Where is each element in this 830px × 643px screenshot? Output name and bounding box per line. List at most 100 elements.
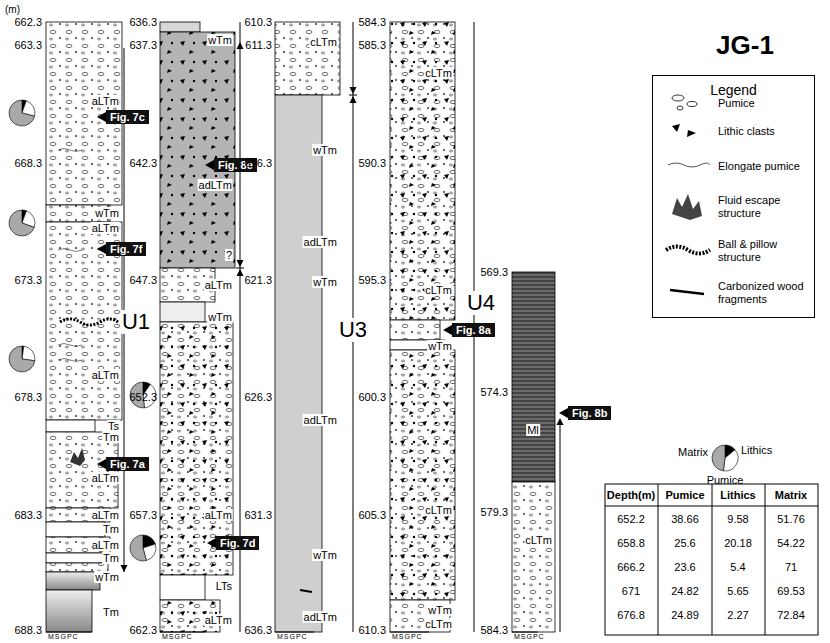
depth-tick: 626.3 <box>244 391 272 403</box>
table-cell: 5.65 <box>727 585 748 597</box>
facies-code: cLTm <box>309 36 338 48</box>
facies-code: cLTm <box>424 504 453 516</box>
pie-key-label: Pumice <box>707 474 744 486</box>
depth-tick: 616.3 <box>244 157 272 169</box>
depth-tick: 673.3 <box>14 274 42 286</box>
facies-code: wTm <box>312 144 338 156</box>
facies-code: wTm <box>207 34 233 46</box>
table-cell: 71 <box>785 561 797 573</box>
table-header: Pumice <box>665 489 704 501</box>
facies-code: aLTm <box>91 539 120 551</box>
facies-code: wTm <box>207 311 233 323</box>
table-cell: 5.4 <box>730 561 745 573</box>
figure-callout: Fig. 7d <box>216 536 259 550</box>
legend-title: Legend <box>653 82 814 98</box>
legend-entry: Carbonized wood fragments <box>718 280 810 305</box>
composition-pie <box>9 210 35 236</box>
table-header: Lithics <box>720 489 755 501</box>
depth-tick: 610.3 <box>244 16 272 28</box>
depth-tick: 663.3 <box>14 39 42 51</box>
depth-tick: 652.3 <box>129 391 157 403</box>
table-cell: 20.18 <box>724 537 752 549</box>
facies-code: wTm <box>427 340 453 352</box>
depth-unit: (m) <box>5 4 20 15</box>
depth-tick: 662.3 <box>129 624 157 636</box>
facies-code: adLTm <box>198 179 233 191</box>
facies-code: wTm <box>94 207 120 219</box>
pie-key-label: Lithics <box>741 444 772 456</box>
figure-callout: Fig. 8a <box>452 323 495 337</box>
figure-callout: Fig. 7f <box>106 242 146 256</box>
composition-pie <box>130 535 156 561</box>
depth-tick: 574.3 <box>480 386 508 398</box>
facies-code: Tm <box>102 523 120 535</box>
depth-tick: 636.3 <box>244 624 272 636</box>
depth-tick: 657.3 <box>129 509 157 521</box>
legend-entry: Elongate pumice <box>718 160 810 173</box>
callout-text: Fig. 7f <box>110 243 142 255</box>
composition-pie <box>130 382 156 408</box>
depth-tick: 610.3 <box>358 624 386 636</box>
facies-code: adLTm <box>303 611 338 623</box>
table-cell: 23.6 <box>674 561 695 573</box>
depth-tick: 590.3 <box>358 157 386 169</box>
grain-size-scale: MSGPC <box>162 633 193 641</box>
table-cell: 652.2 <box>617 513 645 525</box>
table-cell: 666.2 <box>617 561 645 573</box>
facies-code: wTm <box>312 549 338 561</box>
facies-code: cLTm <box>424 618 453 630</box>
facies-code: Tm <box>102 431 120 443</box>
legend-entry: Lithic clasts <box>718 125 810 138</box>
legend-entry: Ball & pillow structure <box>718 238 810 263</box>
facies-code: aLTm <box>204 509 233 521</box>
table-header: Matrix <box>775 489 807 501</box>
depth-tick: 688.3 <box>14 624 42 636</box>
pie-key-label: Matrix <box>678 446 708 458</box>
grain-size-scale: MSGPC <box>277 633 308 641</box>
depth-tick: 595.3 <box>358 274 386 286</box>
facies-code: cLTm <box>424 67 453 79</box>
facies-code: LTs <box>215 580 233 592</box>
callout-text: Fig. 7c <box>110 111 145 123</box>
callout-text: Fig. 8b <box>572 407 607 419</box>
depth-tick: 683.3 <box>14 509 42 521</box>
table-cell: 9.58 <box>727 513 748 525</box>
legend-entry: Fluid escape structure <box>718 194 810 219</box>
facies-code: Tm <box>102 552 120 564</box>
table-cell: 25.6 <box>674 537 695 549</box>
unit-name: U3 <box>338 318 368 342</box>
composition-pie <box>9 100 35 126</box>
table-header: Depth(m) <box>607 489 655 501</box>
facies-code: Ml <box>526 424 540 436</box>
table-cell: 24.82 <box>671 585 699 597</box>
facies-code: wTm <box>94 571 120 583</box>
core-columns <box>46 22 555 632</box>
unit-brackets <box>121 22 564 632</box>
depth-tick: 662.3 <box>14 16 42 28</box>
grain-size-scale: MSGPC <box>392 633 423 641</box>
facies-code: aLTm <box>91 369 120 381</box>
legend-entry: Pumice <box>718 97 810 110</box>
facies-code: aLTm <box>91 509 120 521</box>
figure-callout: Fig. 7a <box>106 457 149 471</box>
unit-name: U1 <box>121 310 151 334</box>
facies-code: aLTm <box>91 95 120 107</box>
figure-title: JG-1 <box>716 30 774 61</box>
callout-arrowhead <box>97 244 106 254</box>
depth-tick: 678.3 <box>14 391 42 403</box>
figure-callout: Fig. 7c <box>106 110 149 124</box>
unit-name: U4 <box>466 291 496 315</box>
callout-arrowhead <box>207 538 216 548</box>
table-cell: 72.84 <box>777 609 805 621</box>
depth-tick: 579.3 <box>480 506 508 518</box>
legend-symbols <box>666 95 710 294</box>
depth-tick: 637.3 <box>129 39 157 51</box>
table-cell: 54.22 <box>777 537 805 549</box>
callout-arrowhead <box>97 459 106 469</box>
depth-tick: 605.3 <box>358 509 386 521</box>
facies-code: aLTm <box>91 222 120 234</box>
depth-tick: 569.3 <box>480 266 508 278</box>
table-cell: 671 <box>622 585 640 597</box>
figure-callout: Fig. 8b <box>568 406 611 420</box>
callout-text: Fig. 7a <box>110 458 145 470</box>
